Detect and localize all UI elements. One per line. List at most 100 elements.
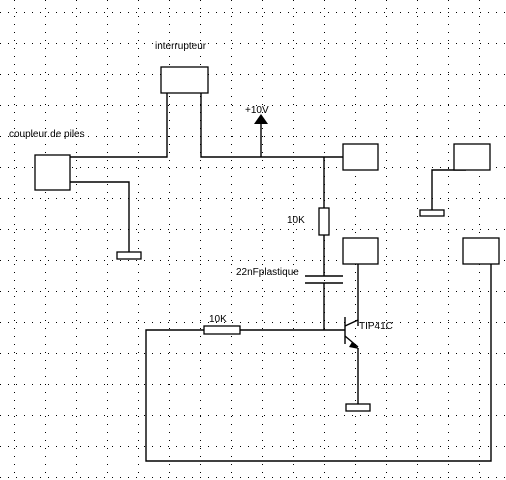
grid-dot <box>107 408 108 409</box>
grid-dot <box>14 304 15 305</box>
grid-dot <box>440 384 441 385</box>
grid-dot <box>386 424 387 425</box>
grid-dot <box>120 353 121 354</box>
grid-dot <box>386 256 387 257</box>
grid-dot <box>14 200 15 201</box>
grid-dot <box>16 198 17 199</box>
grid-dot <box>138 64 139 65</box>
grid-dot <box>386 440 387 441</box>
grid-dot <box>386 368 387 369</box>
grid-dot <box>408 12 409 13</box>
grid-dot <box>104 260 105 261</box>
grid-dot <box>440 322 441 323</box>
grid-dot <box>386 328 387 329</box>
grid-dot <box>324 128 325 129</box>
grid-dot <box>88 136 89 137</box>
grid-dot <box>312 384 313 385</box>
grid-dot <box>24 12 25 13</box>
grid-dot <box>417 240 418 241</box>
grid-dot <box>200 168 201 169</box>
grid-dot <box>480 136 481 137</box>
grid-dot <box>107 128 108 129</box>
grid-dot <box>88 12 89 13</box>
grid-dot <box>324 48 325 49</box>
grid-dot <box>76 224 77 225</box>
grid-dot <box>344 229 345 230</box>
grid-dot <box>416 198 417 199</box>
grid-dot <box>408 74 409 75</box>
grid-dot <box>324 72 325 73</box>
grid-dot <box>416 105 417 106</box>
grid-dot <box>386 248 387 249</box>
grid-dot <box>456 353 457 354</box>
grid-dot <box>96 353 97 354</box>
grid-dot <box>368 446 369 447</box>
grid-dot <box>262 96 263 97</box>
grid-dot <box>352 384 353 385</box>
grid-dot <box>76 216 77 217</box>
label-coupleur: coupleur de piles <box>9 129 85 140</box>
grid-dot <box>293 224 294 225</box>
grid-dot <box>107 0 108 1</box>
grid-dot <box>488 291 489 292</box>
grid-dot <box>386 112 387 113</box>
grid-dot <box>96 43 97 44</box>
grid-dot <box>144 136 145 137</box>
grid-dot <box>392 291 393 292</box>
grid-dot <box>386 264 387 265</box>
grid-dot <box>24 229 25 230</box>
grid-dot <box>14 168 15 169</box>
grid-dot <box>128 446 129 447</box>
grid-dot <box>416 260 417 261</box>
grid-dot <box>280 477 281 478</box>
grid-dot <box>408 229 409 230</box>
grid-dot <box>48 260 49 261</box>
grid-dot <box>448 200 449 201</box>
grid-dot <box>176 384 177 385</box>
grid-dot <box>262 296 263 297</box>
grid-dot <box>417 168 418 169</box>
grid-dot <box>360 384 361 385</box>
grid-dot <box>293 256 294 257</box>
grid-dot <box>152 384 153 385</box>
grid-dot <box>293 328 294 329</box>
grid-dot <box>256 105 257 106</box>
grid-dot <box>169 184 170 185</box>
grid-dot <box>386 384 387 385</box>
grid-dot <box>216 353 217 354</box>
grid-dot <box>138 320 139 321</box>
grid-dot <box>200 328 201 329</box>
grid-dot <box>138 72 139 73</box>
grid-dot <box>417 56 418 57</box>
grid-dot <box>264 105 265 106</box>
grid-dot <box>76 408 77 409</box>
grid-dot <box>200 464 201 465</box>
grid-dot <box>232 446 233 447</box>
grid-dot <box>432 167 433 168</box>
grid-dot <box>144 322 145 323</box>
grid-dot <box>488 12 489 13</box>
grid-dot <box>416 12 417 13</box>
grid-dot <box>386 200 387 201</box>
grid-dot <box>296 12 297 13</box>
grid-dot <box>328 12 329 13</box>
grid-dot <box>152 198 153 199</box>
grid-dot <box>448 8 449 9</box>
grid-dot <box>107 256 108 257</box>
grid-dot <box>262 0 263 1</box>
grid-dot <box>293 312 294 313</box>
grid-dot <box>432 415 433 416</box>
grid-dot <box>448 344 449 345</box>
grid-dot <box>136 446 137 447</box>
grid-dot <box>417 416 418 417</box>
grid-dot <box>0 229 1 230</box>
grid-dot <box>400 136 401 137</box>
grid-dot <box>231 456 232 457</box>
grid-dot <box>76 320 77 321</box>
grid-dot <box>262 80 263 81</box>
grid-dot <box>262 320 263 321</box>
grid-dot <box>40 260 41 261</box>
grid-dot <box>200 12 201 13</box>
grid-dot <box>112 43 113 44</box>
grid-dot <box>416 43 417 44</box>
